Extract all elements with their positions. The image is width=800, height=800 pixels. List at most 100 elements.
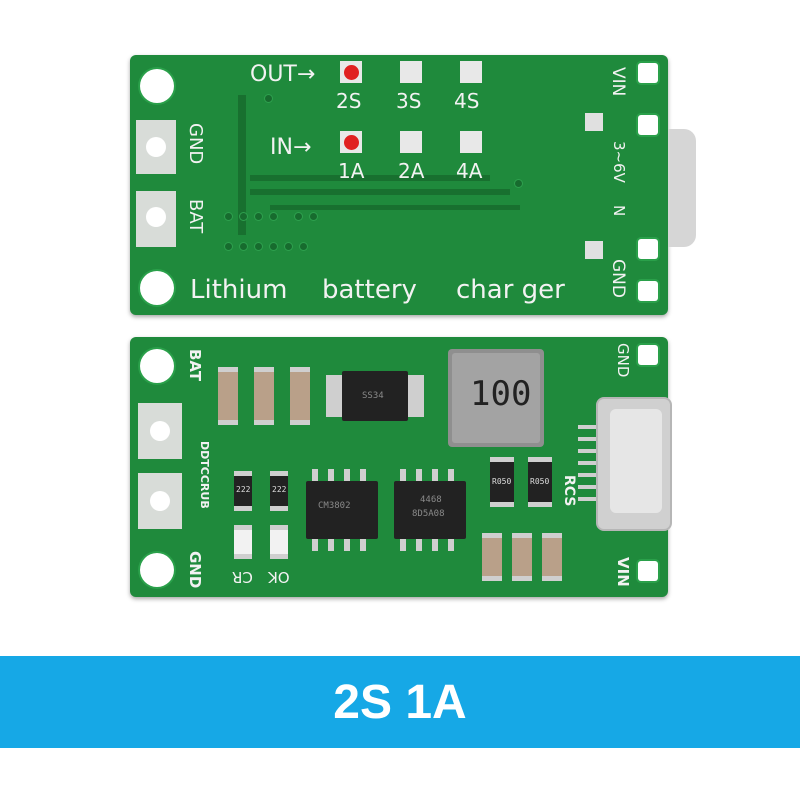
via <box>270 213 277 220</box>
usb-c-opening <box>610 409 662 513</box>
ic-pin <box>344 539 350 551</box>
mounting-hole <box>638 239 658 259</box>
via <box>225 243 232 250</box>
pcb-trace <box>250 189 510 195</box>
gnd-label: GND <box>186 551 204 589</box>
cr-led <box>234 525 252 559</box>
via <box>295 213 302 220</box>
top-pcb-board: GND BAT OUT→ 2S 3S 4S IN→ 1A 2A 4A VIN 3… <box>130 55 696 315</box>
via <box>240 243 247 250</box>
mounting-hole <box>638 115 658 135</box>
bat-pad-hole <box>150 421 170 441</box>
mounting-hole <box>140 553 174 587</box>
in-jumper-4a <box>460 131 482 153</box>
bat-pad-hole <box>146 207 166 227</box>
bat-label: BAT <box>185 199 206 234</box>
sense-resistor <box>490 457 514 507</box>
sense-resistor <box>528 457 552 507</box>
ic-pin <box>312 539 318 551</box>
via <box>300 243 307 250</box>
in-option-1a: 1A <box>338 159 365 183</box>
charger-ic <box>306 481 378 539</box>
gnd-pad-right <box>585 241 603 259</box>
mounting-hole <box>638 63 658 83</box>
footer-word-charger: char ger <box>456 275 565 305</box>
cr-label: CR <box>232 568 253 586</box>
mosfet-ic-code-1: 4468 <box>420 495 442 505</box>
resistor-code: 222 <box>236 485 251 494</box>
diode-pad <box>408 375 424 417</box>
usb-pin <box>578 485 596 489</box>
smd-capacitor <box>482 533 502 581</box>
via <box>515 180 522 187</box>
via <box>255 243 262 250</box>
mounting-hole <box>140 349 174 383</box>
ic-pin <box>360 469 366 481</box>
pcb-trace <box>270 205 520 210</box>
via <box>265 95 272 102</box>
gnd-label-right: GND <box>614 343 632 378</box>
in-jumper-2a <box>400 131 422 153</box>
ic-pin <box>360 539 366 551</box>
smd-capacitor <box>542 533 562 581</box>
gnd-label: GND <box>185 123 206 165</box>
ic-pin <box>432 469 438 481</box>
usb-pin <box>578 497 596 501</box>
rcs-label: RCS <box>561 475 577 507</box>
inductor-core <box>452 353 540 443</box>
ok-label: OK <box>268 568 290 586</box>
schottky-diode <box>342 371 408 421</box>
ic-pin <box>328 469 334 481</box>
out-jumper-3s <box>400 61 422 83</box>
ic-pin <box>328 539 334 551</box>
mounting-hole <box>140 69 174 103</box>
variant-label: 2S 1A <box>333 675 467 729</box>
via <box>270 243 277 250</box>
usb-pin <box>578 461 596 465</box>
sense-resistor-code: R050 <box>530 477 550 486</box>
out-option-4s: 4S <box>454 89 480 113</box>
usb-pin <box>578 449 596 453</box>
smd-capacitor <box>218 367 238 425</box>
in-jumper-selected-1a <box>344 135 359 150</box>
out-option-2s: 2S <box>336 89 362 113</box>
in-label: IN→ <box>270 135 312 160</box>
pcb-trace <box>238 95 246 235</box>
via <box>285 243 292 250</box>
mounting-hole <box>638 345 658 365</box>
resistor-code: 222 <box>272 485 287 494</box>
in-option-2a: 2A <box>398 159 425 183</box>
usb-c-port-edge <box>668 129 696 247</box>
smd-resistor <box>234 471 252 511</box>
charger-ic-code: CM3802 <box>318 501 351 511</box>
smd-capacitor <box>290 367 310 425</box>
bottom-pcb-board: BAT DDTCCRUB GND SS34 100 CM3802 4468 8D… <box>130 337 672 597</box>
smd-capacitor <box>254 367 274 425</box>
diode-code: SS34 <box>362 391 384 401</box>
usb-pin <box>578 437 596 441</box>
inductor-value: 100 <box>470 374 532 414</box>
ic-pin <box>344 469 350 481</box>
voltage-range-label: 3~6V <box>610 141 628 183</box>
diode-pad <box>326 375 342 417</box>
ic-pin <box>400 469 406 481</box>
out-jumper-4s <box>460 61 482 83</box>
via <box>255 213 262 220</box>
ic-pin <box>416 539 422 551</box>
sense-resistor-code: R050 <box>492 477 512 486</box>
via <box>240 213 247 220</box>
out-option-3s: 3S <box>396 89 422 113</box>
smd-capacitor <box>512 533 532 581</box>
gnd-pad-hole <box>150 491 170 511</box>
ic-pin <box>432 539 438 551</box>
gnd-pad-hole <box>146 137 166 157</box>
ic-pin <box>312 469 318 481</box>
vin-pad <box>585 113 603 131</box>
mounting-hole <box>638 281 658 301</box>
ok-led <box>270 525 288 559</box>
out-jumper-selected-2s <box>344 65 359 80</box>
variant-banner: 2S 1A <box>0 656 800 748</box>
out-label: OUT→ <box>250 62 316 87</box>
smd-resistor <box>270 471 288 511</box>
vin-label-right: VIN <box>614 557 632 587</box>
